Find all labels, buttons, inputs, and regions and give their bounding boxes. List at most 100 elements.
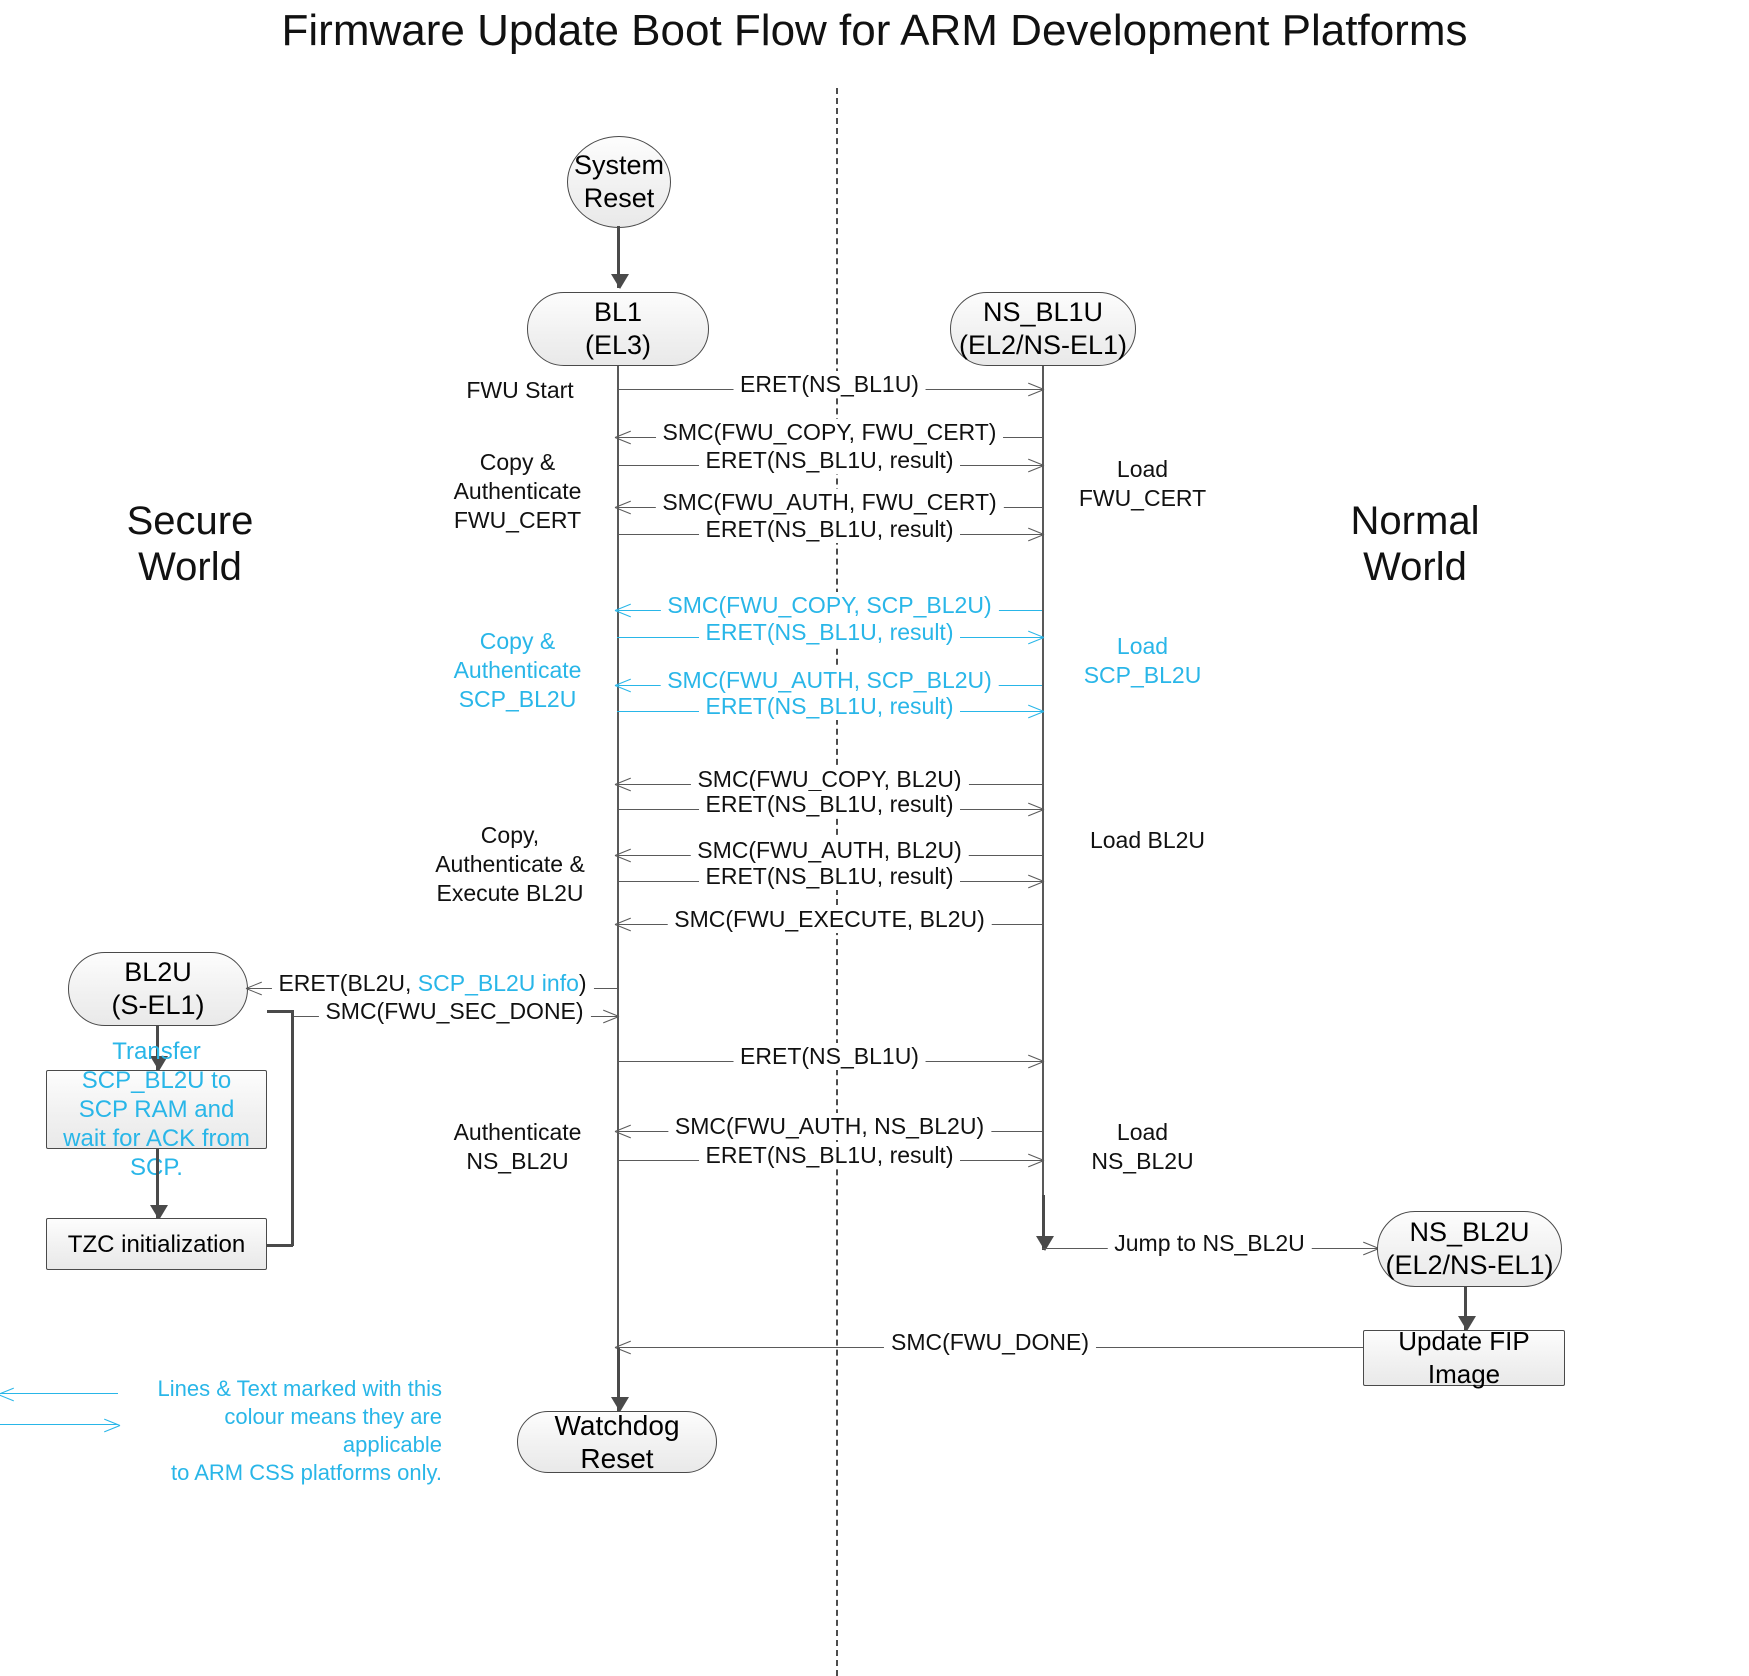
elbow-tzc-to-smc-line	[267, 1010, 299, 1248]
message-label: SMC(FWU_AUTH, NS_BL2U)	[667, 1113, 992, 1140]
ns-bl2u-line2: (EL2/NS-EL1)	[1385, 1250, 1554, 1280]
bl2u-line2: (S-EL1)	[111, 990, 205, 1020]
annotation-load-scp-bl2u: Load SCP_BL2U	[1055, 632, 1230, 690]
arrow-reset-to-bl1	[611, 226, 629, 289]
message-row-jump-to-ns-bl2u: Jump to NS_BL2U	[1042, 1230, 1377, 1259]
message-row: SMC(FWU_AUTH, BL2U)	[617, 837, 1042, 866]
message-row-smc-fwu-sec-done: SMC(FWU_SEC_DONE)	[292, 998, 617, 1027]
node-bl2u[interactable]: BL2U (S-EL1)	[68, 952, 248, 1026]
arrow-ns-bl2u-to-update-fip	[1458, 1287, 1476, 1331]
page-title: Firmware Update Boot Flow for ARM Develo…	[281, 6, 1468, 55]
message-row: ERET(NS_BL1U, result)	[617, 693, 1042, 722]
annotation-copy-auth-exec-bl2u: Copy, Authenticate & Execute BL2U	[415, 821, 605, 908]
bl1-line2: (EL3)	[584, 330, 652, 360]
legend-arrow-right	[0, 1424, 118, 1425]
legend-line: Lines & Text marked with this	[157, 1376, 443, 1401]
normal-world-label: Normal World	[1285, 498, 1545, 590]
message-label: Jump to NS_BL2U	[1107, 1230, 1312, 1257]
eret-bl2u-prefix: ERET(BL2U,	[278, 970, 418, 996]
message-label: ERET(NS_BL1U, result)	[698, 693, 961, 720]
message-row: SMC(FWU_AUTH, FWU_CERT)	[617, 489, 1042, 518]
message-row: SMC(FWU_COPY, FWU_CERT)	[617, 419, 1042, 448]
message-label: SMC(FWU_SEC_DONE)	[318, 998, 591, 1025]
legend-line: to ARM CSS platforms only.	[170, 1460, 442, 1485]
message-row: SMC(FWU_AUTH, NS_BL2U)	[617, 1113, 1042, 1142]
message-row: SMC(FWU_AUTH, SCP_BL2U)	[617, 667, 1042, 696]
message-label: ERET(NS_BL1U, result)	[698, 791, 961, 818]
message-row: ERET(NS_BL1U)	[617, 1043, 1042, 1072]
arrow-ns-bl1u-jump-tip	[1036, 1195, 1054, 1251]
annotation-line: Copy &	[479, 628, 556, 654]
tzc-init-text: TZC initialization	[67, 1230, 246, 1258]
annotation-copy-auth-scp-bl2u: Copy & Authenticate SCP_BL2U	[430, 627, 605, 714]
message-label: ERET(NS_BL1U, result)	[698, 516, 961, 543]
annotation-line: Copy &	[479, 449, 556, 475]
message-label: SMC(FWU_EXECUTE, BL2U)	[667, 906, 992, 933]
normal-world-line1: Normal	[1350, 499, 1480, 543]
message-label: SMC(FWU_AUTH, SCP_BL2U)	[660, 667, 999, 694]
annotation-line: Execute BL2U	[436, 880, 584, 906]
message-label: SMC(FWU_COPY, FWU_CERT)	[655, 419, 1004, 446]
eret-bl2u-css-part: SCP_BL2U info	[417, 970, 579, 996]
node-watchdog-reset[interactable]: Watchdog Reset	[517, 1410, 717, 1474]
annotation-load-bl2u: Load BL2U	[1060, 826, 1235, 855]
message-label: SMC(FWU_AUTH, BL2U)	[690, 837, 969, 864]
message-row: SMC(FWU_COPY, BL2U)	[617, 766, 1042, 795]
annotation-line: Authenticate	[453, 478, 582, 504]
annotation-copy-auth-fwu-cert: Copy & Authenticate FWU_CERT	[430, 448, 605, 535]
annotation-line: SCP_BL2U	[1083, 662, 1202, 688]
bl1-line1: BL1	[593, 297, 643, 327]
annotation-load-fwu-cert: Load FWU_CERT	[1055, 455, 1230, 513]
node-ns-bl2u[interactable]: NS_BL2U (EL2/NS-EL1)	[1377, 1211, 1562, 1287]
annotation-line: Load	[1116, 1119, 1169, 1145]
message-row: ERET(NS_BL1U)	[617, 371, 1042, 400]
update-fip-text: Update FIP Image	[1398, 1326, 1530, 1389]
message-row: ERET(NS_BL1U, result)	[617, 447, 1042, 476]
message-row-eret-bl2u: ERET(BL2U, SCP_BL2U info)	[248, 970, 617, 999]
annotation-line: FWU_CERT	[453, 507, 582, 533]
annotation-line: NS_BL2U	[1091, 1148, 1194, 1174]
ns-bl1u-line1: NS_BL1U	[982, 297, 1104, 327]
node-system-reset[interactable]: System Reset	[567, 136, 671, 228]
legend-text: Lines & Text marked with this colour mea…	[130, 1375, 443, 1487]
normal-world-line2: World	[1363, 545, 1467, 589]
arrow-bl2u-to-transfer	[150, 1026, 168, 1071]
bl2u-line1: BL2U	[124, 957, 192, 987]
ns-bl2u-line1: NS_BL2U	[1409, 1217, 1530, 1247]
eret-bl2u-suffix: )	[578, 970, 587, 996]
watchdog-reset-text: Watchdog Reset	[554, 1410, 680, 1474]
message-row: ERET(NS_BL1U, result)	[617, 1142, 1042, 1171]
annotation-line: Copy,	[480, 822, 540, 848]
secure-world-line2: World	[138, 545, 242, 589]
message-row: ERET(NS_BL1U, result)	[617, 516, 1042, 545]
node-ns-bl1u[interactable]: NS_BL1U (EL2/NS-EL1)	[950, 292, 1136, 366]
message-label: ERET(NS_BL1U)	[733, 1043, 926, 1070]
transfer-scp-text: Transfer SCP_BL2U to SCP RAM and wait fo…	[63, 1038, 250, 1181]
message-row: SMC(FWU_EXECUTE, BL2U)	[617, 906, 1042, 935]
message-row: SMC(FWU_COPY, SCP_BL2U)	[617, 592, 1042, 621]
system-reset-line1: System	[573, 150, 665, 180]
annotation-authenticate-ns-bl2u: Authenticate NS_BL2U	[430, 1118, 605, 1176]
annotation-line: NS_BL2U	[466, 1148, 569, 1174]
annotation-line: Load BL2U	[1089, 827, 1206, 853]
message-label-eret-bl2u: ERET(BL2U, SCP_BL2U info)	[271, 970, 594, 997]
node-tzc-initialization[interactable]: TZC initialization	[46, 1218, 267, 1270]
system-reset-line2: Reset	[583, 183, 655, 213]
legend-line: colour means they are applicable	[224, 1404, 442, 1457]
node-transfer-scp-bl2u[interactable]: Transfer SCP_BL2U to SCP RAM and wait fo…	[46, 1038, 267, 1181]
message-label: SMC(FWU_COPY, SCP_BL2U)	[660, 592, 999, 619]
node-bl1[interactable]: BL1 (EL3)	[527, 292, 709, 366]
message-label: SMC(FWU_COPY, BL2U)	[690, 766, 969, 793]
message-row: ERET(NS_BL1U, result)	[617, 619, 1042, 648]
message-row-smc-fwu-done: SMC(FWU_DONE)	[617, 1329, 1363, 1358]
annotation-load-ns-bl2u: Load NS_BL2U	[1055, 1118, 1230, 1176]
message-label: ERET(NS_BL1U, result)	[698, 863, 961, 890]
annotation-text: FWU Start	[466, 377, 574, 403]
arrow-transfer-to-tzc	[150, 1149, 168, 1220]
node-update-fip-image[interactable]: Update FIP Image	[1363, 1326, 1565, 1389]
annotation-line: Load	[1116, 633, 1169, 659]
message-label: SMC(FWU_AUTH, FWU_CERT)	[655, 489, 1004, 516]
message-row: ERET(NS_BL1U, result)	[617, 863, 1042, 892]
lifeline-ns-bl1u	[1042, 366, 1044, 1228]
